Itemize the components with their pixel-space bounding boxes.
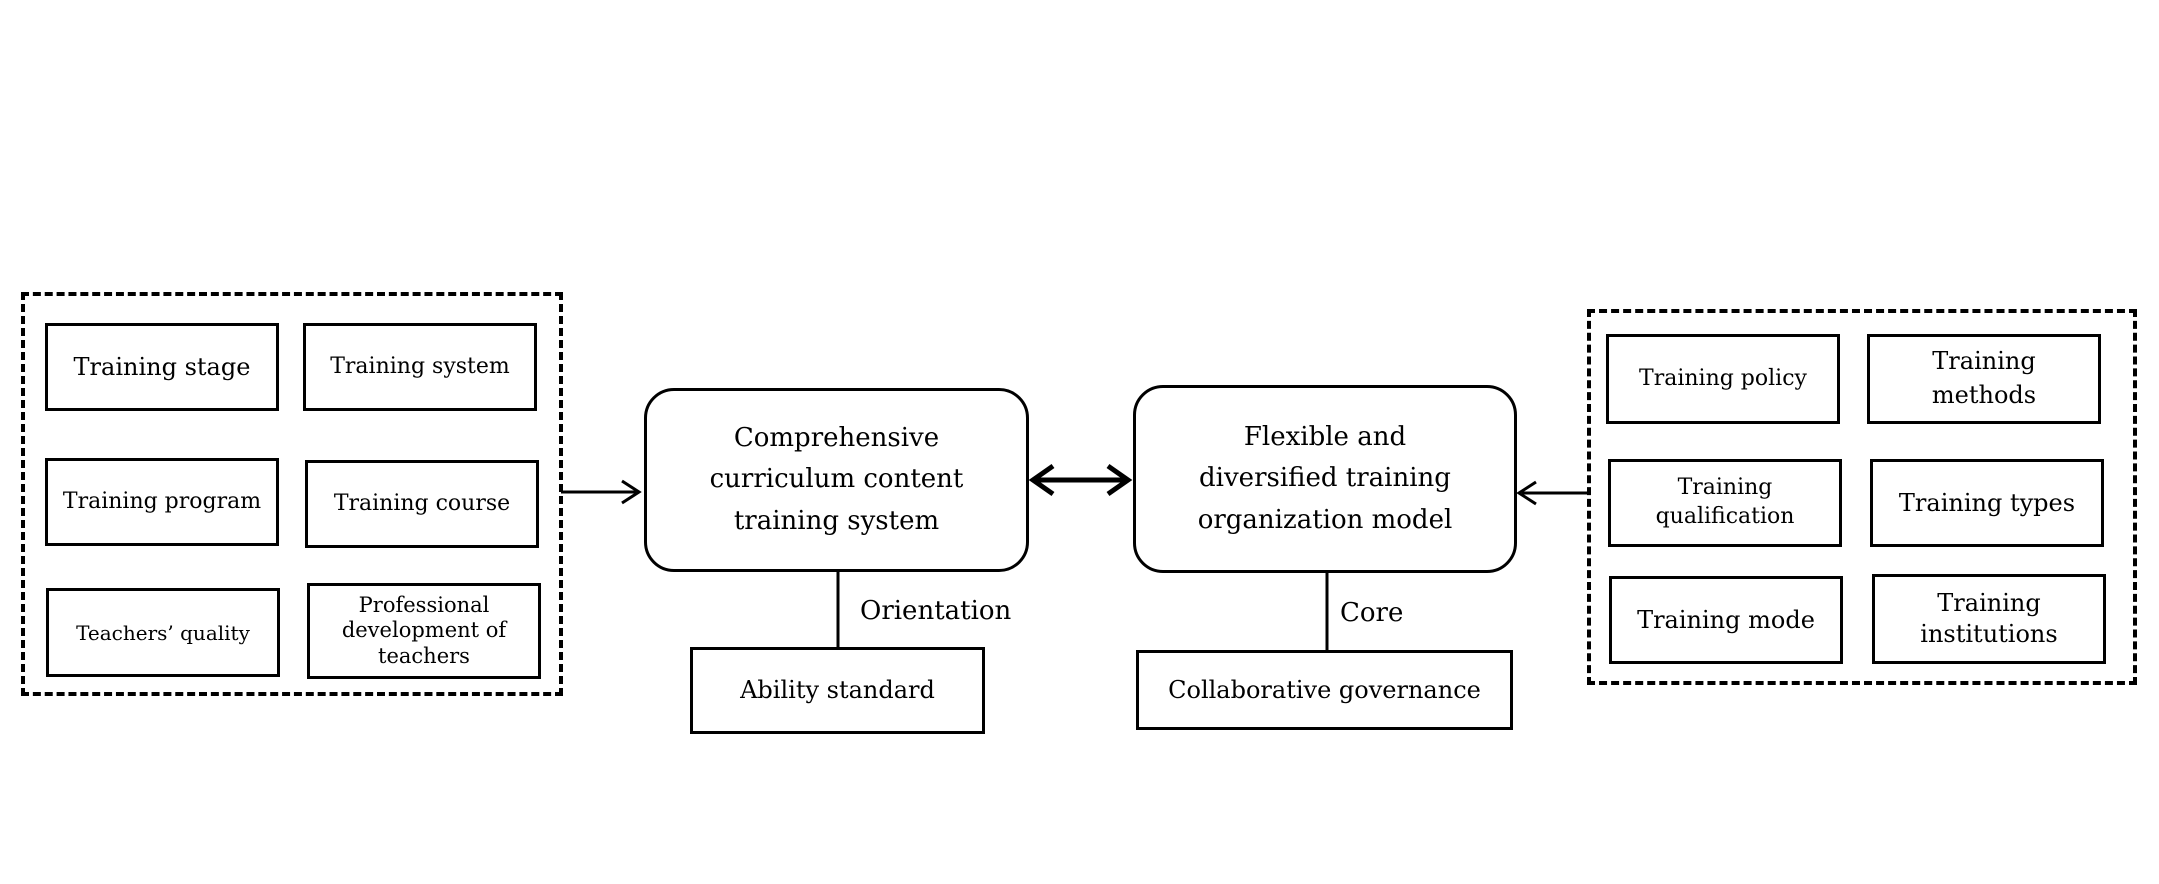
right-item-training-policy: Training policy	[1606, 334, 1840, 424]
left-item-teachers-quality: Teachers’ quality	[46, 588, 280, 677]
ability-standard-box: Ability standard	[690, 647, 985, 734]
collaborative-governance-box: Collaborative governance	[1136, 650, 1513, 730]
core-label: Core	[1340, 598, 1404, 628]
right-item-training-mode: Training mode	[1609, 576, 1843, 664]
right-to-center-arrow	[1516, 480, 1589, 506]
comprehensive-curriculum-node: Comprehensive curriculum content trainin…	[644, 388, 1029, 572]
right-item-training-institutions: Training institutions	[1872, 574, 2106, 664]
right-item-training-qualification: Training qualification	[1608, 459, 1842, 547]
left-item-training-course: Training course	[305, 460, 539, 548]
right-item-training-methods: Training methods	[1867, 334, 2101, 424]
orientation-label: Orientation	[860, 596, 1012, 626]
right-factor-group	[1587, 309, 2137, 685]
flexible-organization-node: Flexible and diversified training organi…	[1133, 385, 1517, 573]
left-item-training-program: Training program	[45, 458, 279, 546]
left-item-training-stage: Training stage	[45, 323, 279, 411]
left-item-professional-development: Professional development of teachers	[307, 583, 541, 679]
right-item-training-types: Training types	[1870, 459, 2104, 547]
left-to-center-arrow	[561, 479, 642, 505]
left-factor-group	[21, 292, 563, 696]
left-item-training-system: Training system	[303, 323, 537, 411]
bidirectional-arrow	[1028, 463, 1133, 497]
